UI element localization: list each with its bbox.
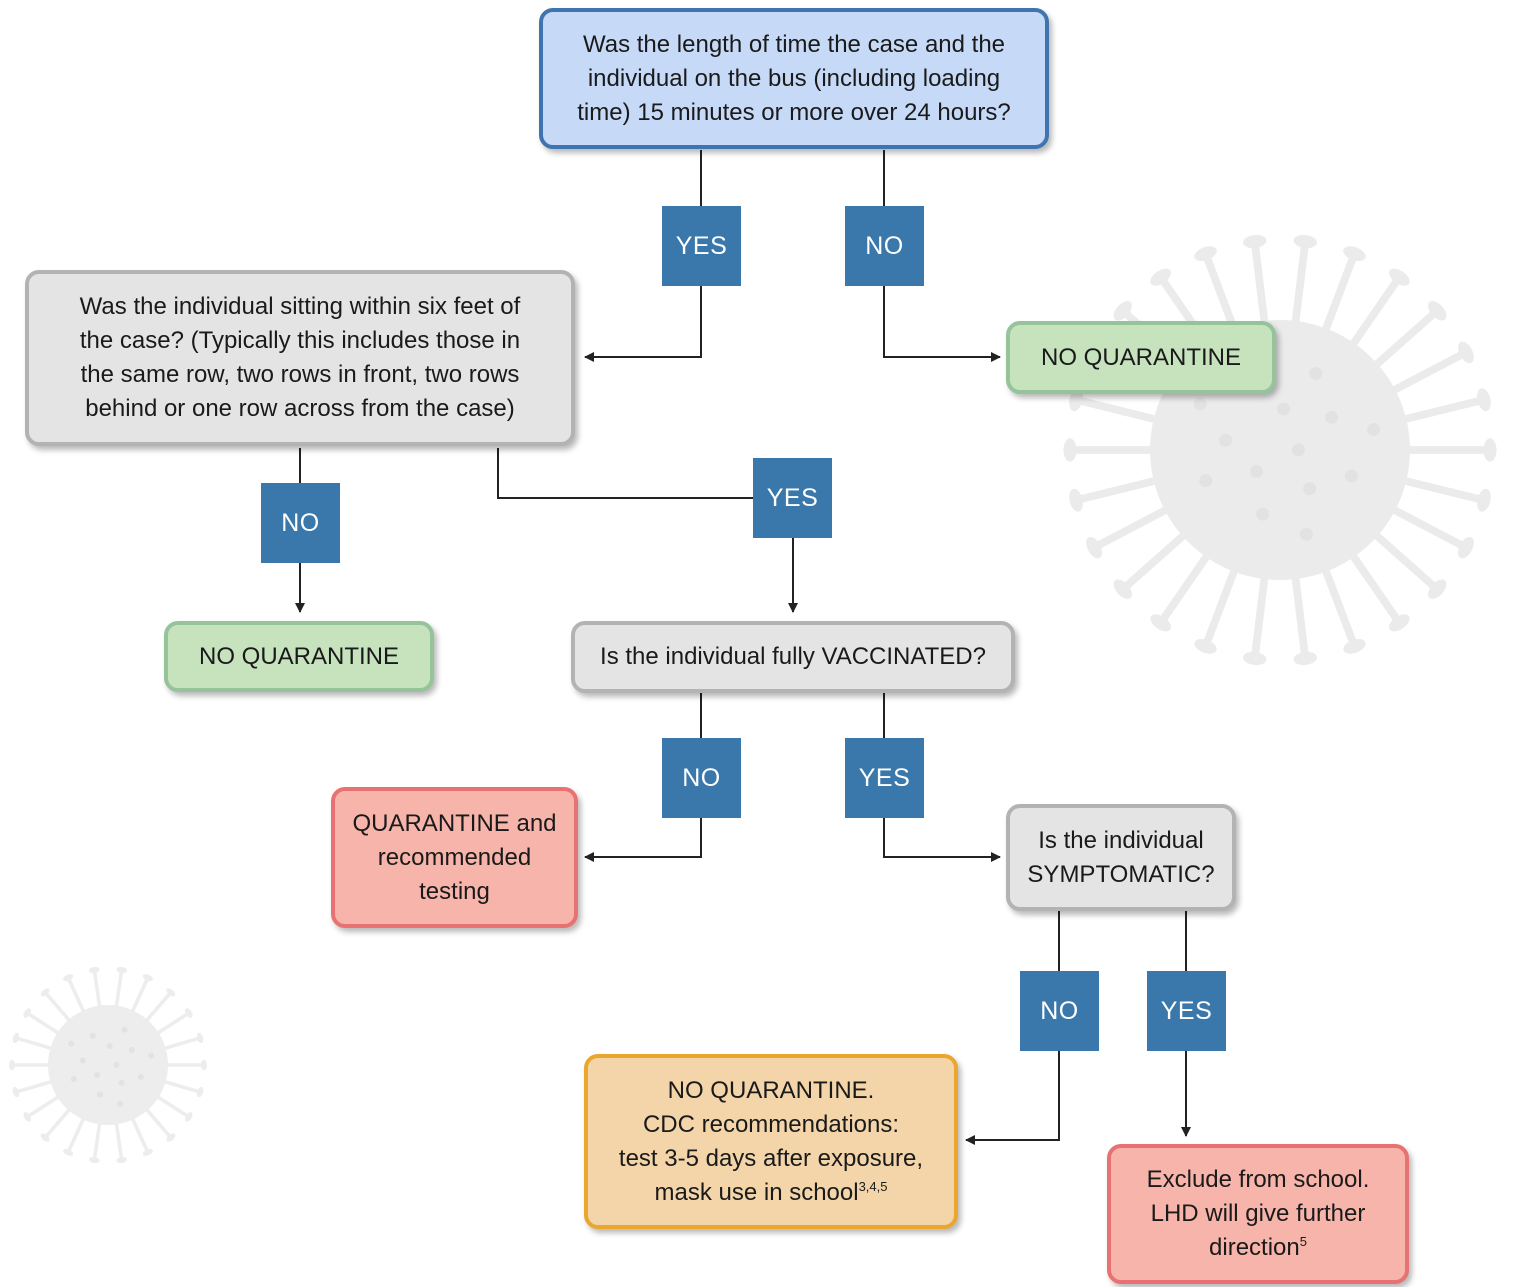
outcome-exclude-text: Exclude from school. LHD will give furth… [1147, 1163, 1370, 1265]
label-yes: YES [753, 458, 832, 538]
outcome-cdc-footnote: 3,4,5 [858, 1178, 888, 1194]
question-bus-time: Was the length of time the case and the … [539, 8, 1049, 149]
question-bus-time-text: Was the length of time the case and the … [577, 30, 1011, 126]
outcome-no-quarantine-right: NO QUARANTINE [1006, 321, 1276, 394]
virus-icon [9, 966, 207, 1164]
label-yes: YES [845, 738, 924, 818]
connector-q2-yes [497, 448, 798, 613]
outcome-exclude-footnote: 5 [1299, 1234, 1307, 1249]
outcome-quarantine-testing-text: QUARANTINE and recommended testing [352, 809, 557, 905]
label-no: NO [1020, 971, 1099, 1051]
outcome-cdc-recommendations: NO QUARANTINE. CDC recommendations: test… [584, 1054, 958, 1229]
question-six-feet: Was the individual sitting within six fe… [25, 270, 575, 446]
outcome-exclude-from-school: Exclude from school. LHD will give furth… [1107, 1144, 1409, 1284]
outcome-no-quarantine-left-text: NO QUARANTINE [198, 642, 399, 670]
label-no: NO [662, 738, 741, 818]
question-six-feet-text: Was the individual sitting within six fe… [79, 293, 521, 422]
outcome-cdc-text: NO QUARANTINE. CDC recommendations: test… [619, 1074, 923, 1210]
question-symptomatic: Is the individual SYMPTOMATIC? [1006, 804, 1236, 911]
outcome-no-quarantine-left: NO QUARANTINE [164, 621, 434, 692]
outcome-exclude-body: Exclude from school. LHD will give furth… [1146, 1166, 1370, 1261]
label-yes: YES [1147, 971, 1226, 1051]
question-symptomatic-text: Is the individual SYMPTOMATIC? [1027, 826, 1215, 888]
label-no: NO [845, 206, 924, 286]
label-no: NO [261, 483, 340, 563]
question-vaccinated-text: Is the individual fully VACCINATED? [600, 643, 986, 670]
label-yes: YES [662, 206, 741, 286]
outcome-quarantine-testing: QUARANTINE and recommended testing [331, 787, 578, 928]
outcome-cdc-body: NO QUARANTINE. CDC recommendations: test… [618, 1076, 924, 1206]
outcome-no-quarantine-right-text: NO QUARANTINE [1040, 343, 1241, 371]
question-vaccinated: Is the individual fully VACCINATED? [571, 621, 1015, 693]
